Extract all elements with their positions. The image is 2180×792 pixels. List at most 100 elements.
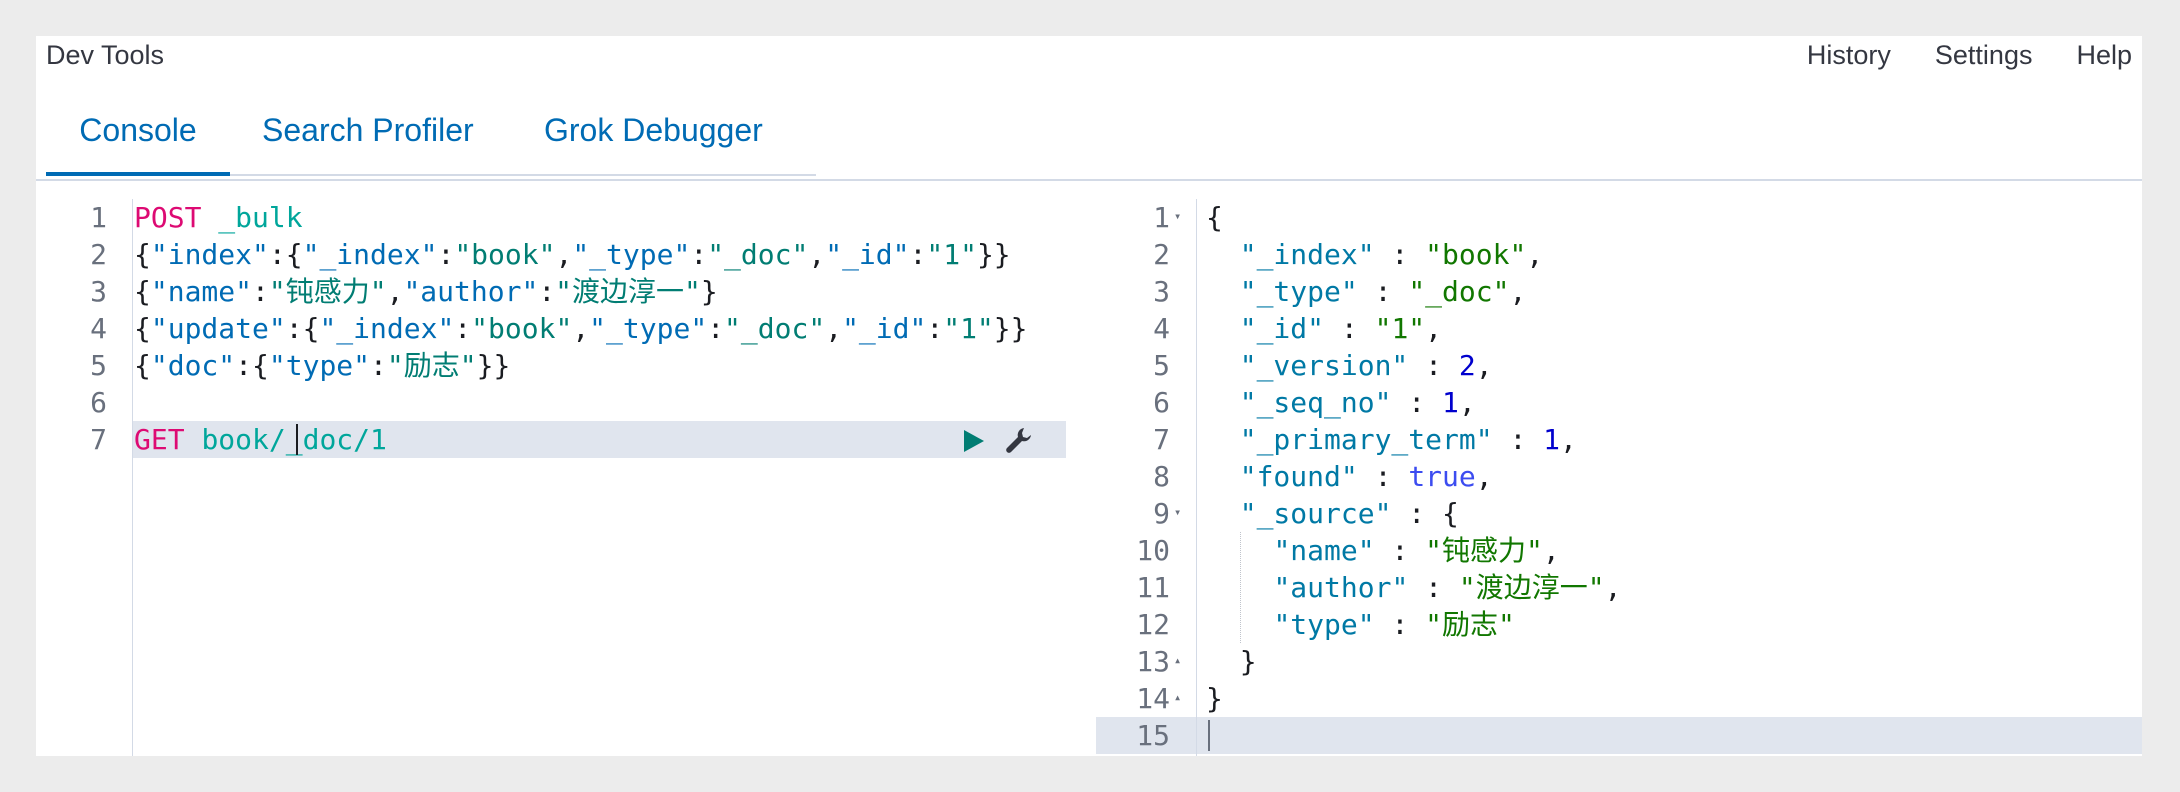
code-line: { <box>1206 199 2142 236</box>
code-token: "doc" <box>150 349 236 382</box>
code-token: true <box>1408 460 1476 493</box>
tab-grok-debugger-label: Grok Debugger <box>544 112 763 148</box>
line-number: 11 <box>1136 571 1170 604</box>
fold-toggle-icon[interactable]: ▾ <box>1174 505 1182 519</box>
code-token: "1" <box>943 312 994 345</box>
tab-search-profiler-label: Search Profiler <box>262 112 474 148</box>
code-token: GET <box>134 423 185 456</box>
fold-toggle-icon[interactable]: ▾ <box>1174 209 1182 223</box>
code-token: "励志" <box>386 349 477 382</box>
code-token: "_seq_no" <box>1239 386 1392 419</box>
code-token: , <box>572 312 590 345</box>
code-token: "type" <box>1273 608 1375 641</box>
code-line: "name" : "钝感力", <box>1206 532 2142 569</box>
code-token: : <box>690 238 708 271</box>
history-link[interactable]: History <box>1806 40 1891 70</box>
code-token: } <box>1239 645 1257 678</box>
code-token: book/_doc/1 <box>201 423 387 456</box>
code-token: "_source" <box>1239 497 1392 530</box>
tab-grok-debugger[interactable]: Grok Debugger <box>544 102 763 174</box>
code-line: GET book/_doc/1 <box>134 421 1066 458</box>
wrench-icon[interactable] <box>1004 425 1034 455</box>
line-number: 3 <box>90 275 107 308</box>
code-token: "author" <box>403 275 539 308</box>
settings-link[interactable]: Settings <box>1934 40 2033 70</box>
code-token: "_id" <box>1239 312 1325 345</box>
code-token: "1" <box>926 238 977 271</box>
line-number: 9 <box>1153 497 1170 530</box>
code-line: {"update":{"_index":"book","_type":"_doc… <box>134 310 1066 347</box>
line-number: 6 <box>1153 386 1170 419</box>
line-number: 1 <box>1153 201 1170 234</box>
tabs-divider <box>36 179 2142 181</box>
line-number: 7 <box>1153 423 1170 456</box>
code-token: _bulk <box>218 201 303 234</box>
code-token: }} <box>476 349 511 382</box>
fold-toggle-icon[interactable]: ▴ <box>1174 653 1182 667</box>
code-token: "book" <box>1425 238 1527 271</box>
code-token <box>1206 238 1240 271</box>
line-number: 2 <box>1153 238 1170 271</box>
code-token: : <box>1357 460 1409 493</box>
code-token: }} <box>993 312 1028 345</box>
code-token: : <box>1391 386 1443 419</box>
code-token: "渡边淳一" <box>1458 571 1605 604</box>
code-token: : <box>252 275 269 308</box>
code-token: : <box>707 312 725 345</box>
code-line: "author" : "渡边淳一", <box>1206 569 2142 606</box>
code-token: : <box>909 238 927 271</box>
code-token: : <box>538 275 556 308</box>
code-token: : <box>1374 238 1426 271</box>
line-number: 12 <box>1136 608 1170 641</box>
code-token: POST <box>134 201 202 234</box>
code-token <box>1206 423 1240 456</box>
help-link[interactable]: Help <box>2076 40 2132 70</box>
code-token: "_version" <box>1239 349 1409 382</box>
code-line: {"doc":{"type":"励志"}} <box>134 347 1066 384</box>
code-token: : { <box>1391 497 1459 530</box>
line-number: 2 <box>90 238 107 271</box>
code-token: "_type" <box>1239 275 1358 308</box>
code-token: "found" <box>1239 460 1358 493</box>
code-token: 2 <box>1458 349 1476 382</box>
top-bar: Dev Tools History Settings Help <box>36 36 2142 76</box>
code-line: } <box>1206 643 2142 680</box>
code-token: :{ <box>268 238 303 271</box>
code-token: "_index" <box>1239 238 1375 271</box>
code-token: :{ <box>285 312 320 345</box>
code-token: 1 <box>1543 423 1561 456</box>
code-token <box>1206 386 1240 419</box>
tab-search-profiler[interactable]: Search Profiler <box>262 102 474 174</box>
line-number: 13 <box>1136 645 1170 678</box>
code-line: POST _bulk <box>134 199 1066 236</box>
code-token: : <box>437 238 455 271</box>
line-number: 3 <box>1153 275 1170 308</box>
fold-toggle-icon[interactable]: ▴ <box>1174 690 1182 704</box>
text-cursor <box>1208 720 1210 751</box>
tab-console[interactable]: Console <box>46 102 230 176</box>
line-number: 10 <box>1136 534 1170 567</box>
code-token: { <box>134 312 151 345</box>
indent-guide <box>1240 532 1241 643</box>
code-token: : <box>1408 571 1459 604</box>
active-line-highlight <box>1096 717 2142 754</box>
play-icon[interactable] <box>958 426 988 456</box>
code-line: {"index":{"_index":"book","_type":"_doc"… <box>134 236 1066 273</box>
code-token: { <box>134 275 151 308</box>
code-line: "_version" : 2, <box>1206 347 2142 384</box>
line-number: 5 <box>1153 349 1170 382</box>
code-token: : <box>1374 608 1426 641</box>
code-token <box>1206 460 1240 493</box>
code-token: "index" <box>150 238 269 271</box>
code-token: "钝感力" <box>268 275 387 308</box>
request-code[interactable]: POST _bulk{"index":{"_index":"book","_ty… <box>134 199 1066 756</box>
code-token: "book" <box>454 238 556 271</box>
code-token: "_index" <box>319 312 455 345</box>
code-token: : <box>370 349 387 382</box>
code-token: , <box>1526 238 1544 271</box>
code-token <box>1206 312 1240 345</box>
